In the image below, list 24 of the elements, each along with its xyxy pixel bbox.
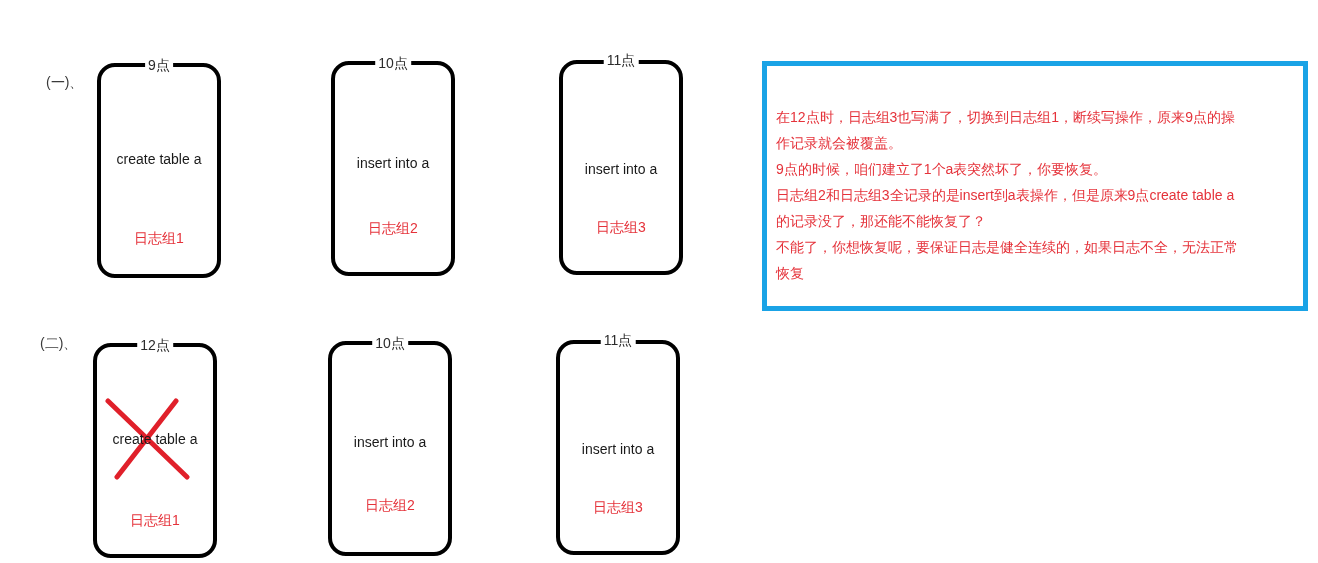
note-paragraph: 不能了，你想恢复呢，要保证日志是健全连续的，如果日志不全，无法正常恢复 [776,238,1239,283]
log-group-label: 日志组1 [130,511,180,530]
sql-statement: insert into a [584,160,658,179]
log-group-label: 日志组3 [596,218,646,237]
note-paragraph: 在12点时，日志组3也写满了，切换到日志组1，断续写操作，原来9点的操作记录就会被覆盖。 [776,108,1236,153]
sql-statement: insert into a [353,433,427,452]
note-box [762,61,1308,311]
section-label: (二)、 [40,334,78,353]
note-paragraph: 9点的时候，咱们建立了1个a表突然坏了，你要恢复。 [776,160,1109,179]
time-label: 10点 [372,333,408,353]
sql-statement: create table a [116,150,202,169]
sql-statement: insert into a [581,440,655,459]
log-group-label: 日志组1 [134,229,184,248]
time-label: 11点 [600,330,636,350]
log-group-label: 日志组3 [593,498,643,517]
section-label: (一)、 [46,73,84,92]
sql-statement: insert into a [356,154,430,173]
log-group-label: 日志组2 [368,219,418,238]
note-paragraph: 日志组2和日志组3全记录的是insert到a表操作，但是原来9点create table a的记录没了，那还能不能恢复了？ [776,186,1236,231]
time-label: 9点 [145,55,173,75]
time-label: 11点 [603,50,639,70]
time-label: 10点 [375,53,411,73]
log-group-label: 日志组2 [365,496,415,515]
time-label: 12点 [137,335,173,355]
